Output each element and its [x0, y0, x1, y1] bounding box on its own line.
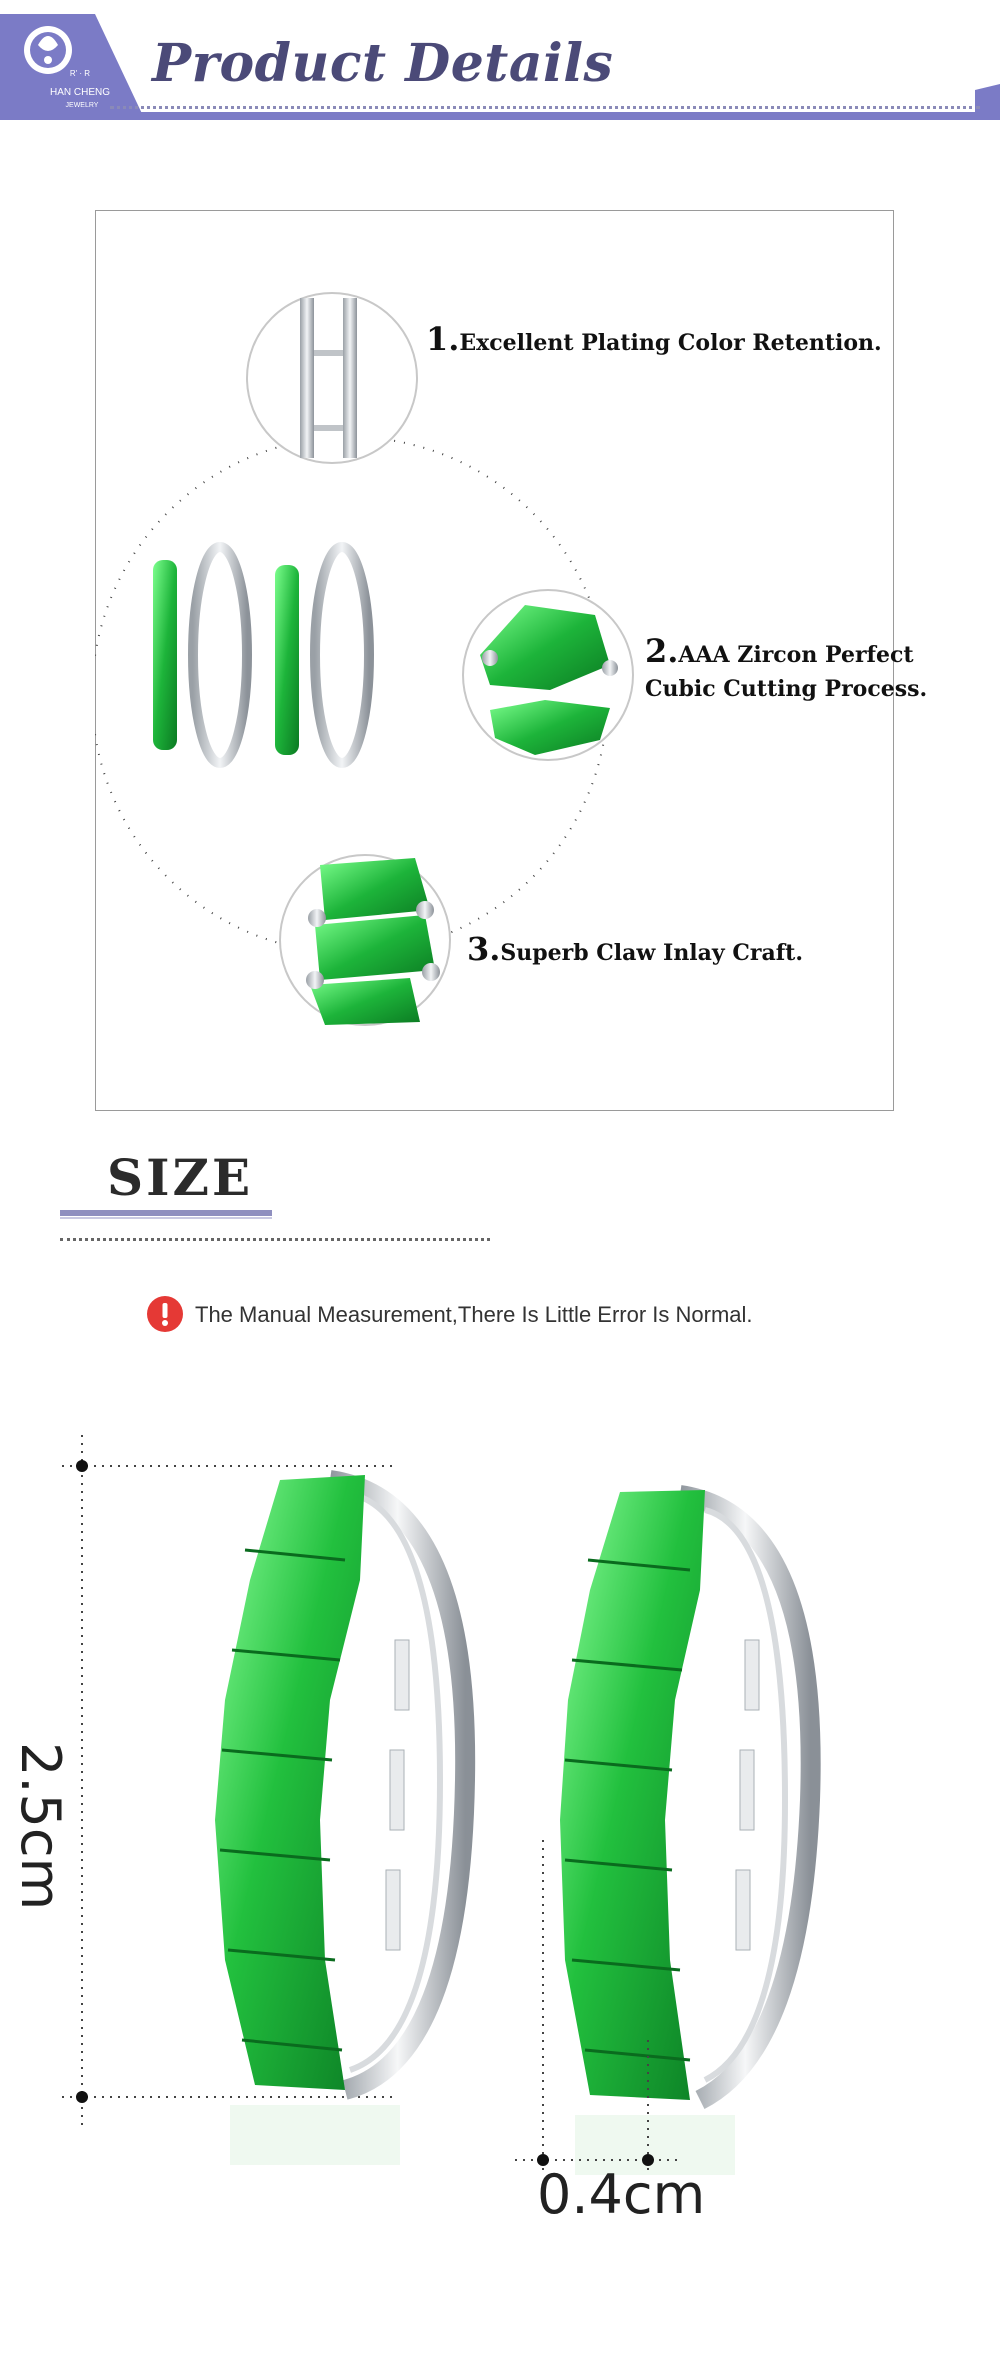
left-reflection — [230, 2105, 400, 2165]
size-heading-underline — [60, 1210, 272, 1216]
earring-pair-icon — [153, 542, 374, 768]
feature-3: 3.Superb Claw Inlay Craft. — [467, 926, 803, 972]
warning-icon — [147, 1296, 183, 1332]
header-banner — [0, 14, 1000, 120]
width-dimension-line — [515, 1840, 680, 2170]
claw-inlay-closeup-icon — [279, 854, 451, 1026]
feature-2-number: 2. — [645, 632, 679, 670]
size-diagram — [62, 1435, 821, 2175]
size-dotted-divider — [60, 1238, 490, 1241]
feature-2-text: AAA Zircon Perfect — [678, 642, 914, 668]
height-label: 2.5cm — [9, 1742, 72, 1911]
width-label: 0.4cm — [537, 2163, 706, 2226]
details-frame — [95, 210, 894, 1111]
feature-1-text: Excellent Plating Color Retention. — [459, 330, 882, 356]
feature-1: 1.Excellent Plating Color Retention. — [426, 316, 882, 362]
size-heading: SIZE — [107, 1148, 254, 1207]
page-title: Product Details — [152, 33, 614, 94]
height-dimension-line — [62, 1435, 395, 2130]
logo-brand-name: HAN CHENG — [49, 87, 110, 98]
zircon-closeup-icon — [462, 589, 634, 761]
logo-emblem-icon — [24, 26, 72, 74]
feature-3-text: Superb Claw Inlay Craft. — [500, 940, 804, 966]
header-divider — [110, 106, 980, 109]
feature-2: 2.AAA Zircon Perfect Cubic Cutting Proce… — [645, 628, 927, 706]
right-reflection — [575, 2115, 735, 2175]
earring-right-icon — [560, 1485, 821, 2109]
measurement-notice: The Manual Measurement,There Is Little E… — [195, 1302, 753, 1327]
feature-2-text-line2: Cubic Cutting Process. — [645, 676, 928, 703]
feature-3-number: 3. — [467, 930, 501, 968]
logo-subtitle: JEWELRY — [65, 102, 99, 109]
feature-1-number: 1. — [426, 320, 460, 358]
logo-mark-text: R' · R — [69, 69, 91, 78]
size-heading-underline-light — [60, 1217, 272, 1219]
plating-closeup-icon — [246, 292, 418, 464]
earring-left-icon — [215, 1470, 476, 2100]
details-illustration — [95, 292, 634, 1026]
